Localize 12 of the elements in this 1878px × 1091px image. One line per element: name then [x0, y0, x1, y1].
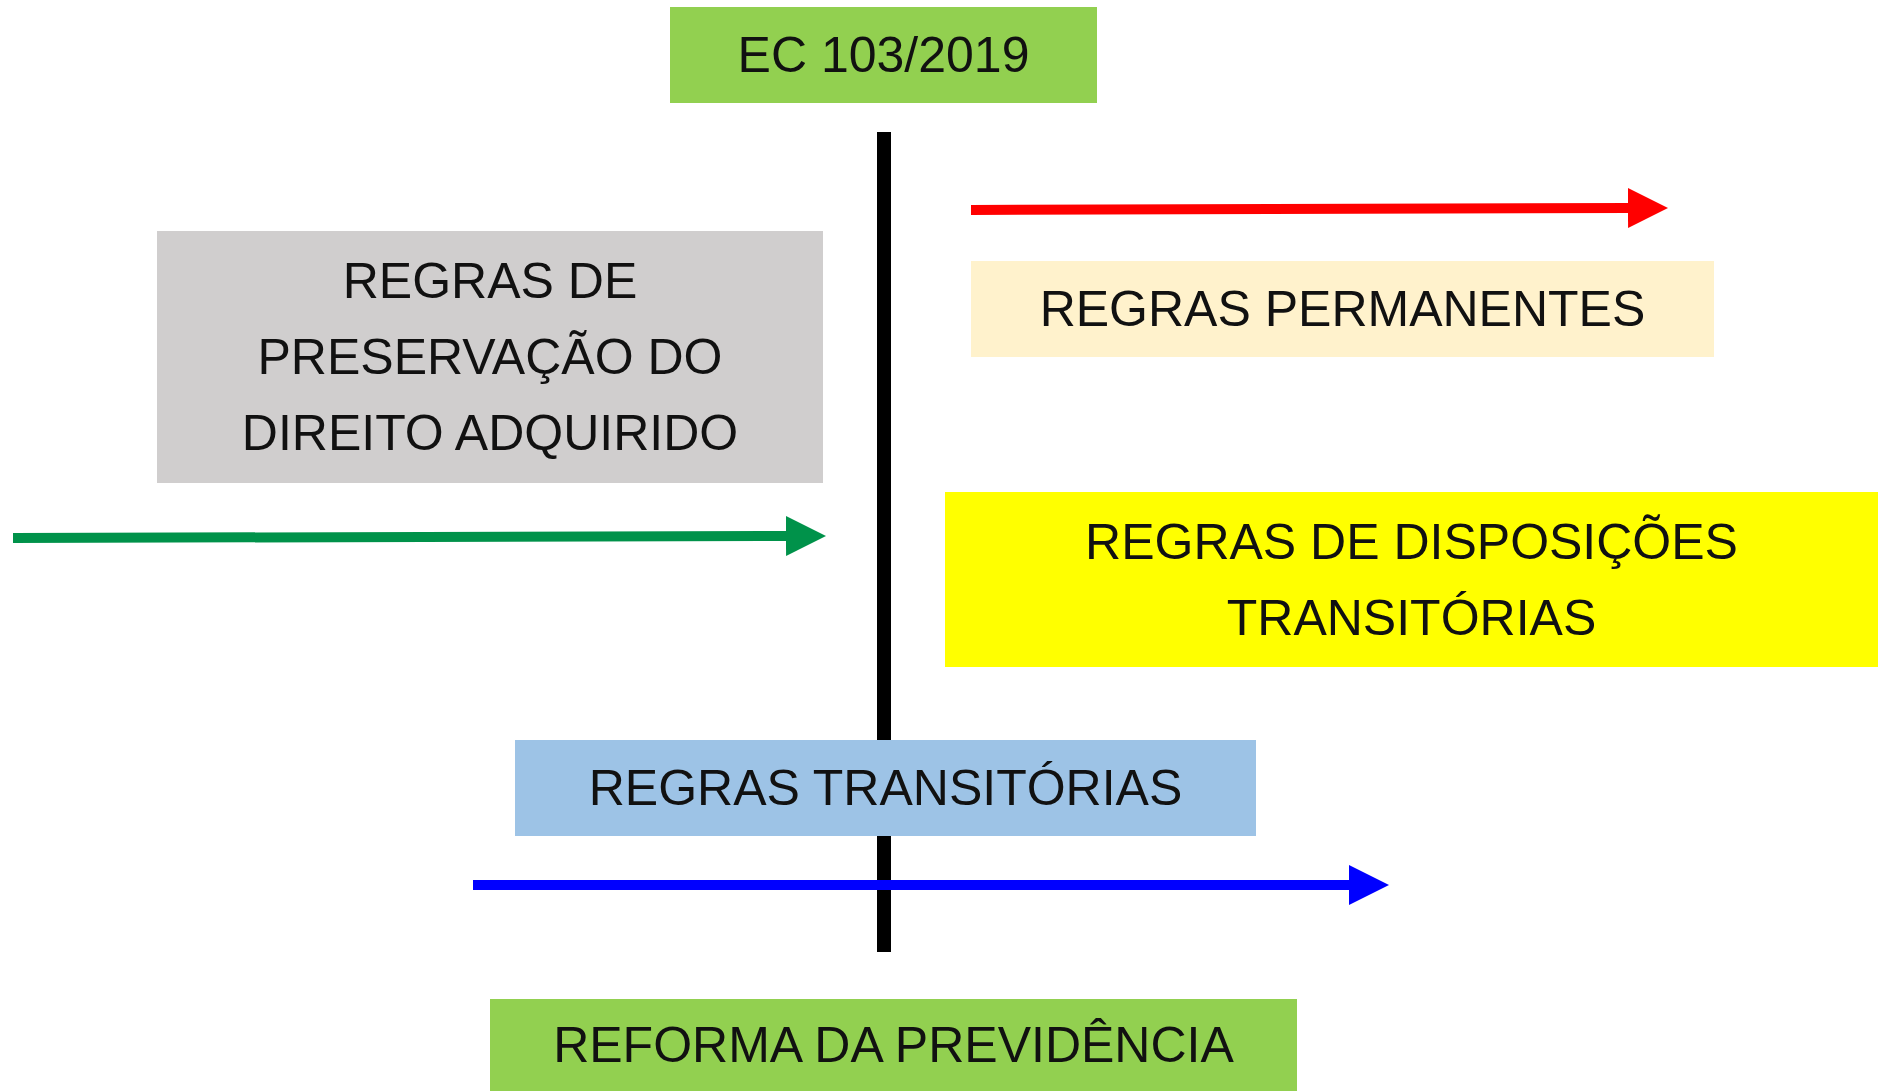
box-text: EC 103/2019 — [737, 26, 1030, 85]
box-text: REGRAS DE DISPOSIÇÕES TRANSITÓRIAS — [1084, 512, 1739, 648]
rules-box — [515, 740, 1256, 836]
box-text: REGRAS DE PRESERVAÇÃO DO DIREITO ADQUIRIDO — [240, 252, 740, 463]
amendment-label-box — [670, 7, 1097, 103]
box-text: REGRAS PERMANENTES — [1039, 280, 1646, 339]
reform-label-box — [490, 999, 1297, 1091]
rules-box — [971, 261, 1714, 357]
rules-box — [157, 231, 823, 483]
box-text: REGRAS TRANSITÓRIAS — [588, 759, 1183, 818]
rules-box — [945, 492, 1878, 667]
box-text: REFORMA DA PREVIDÊNCIA — [553, 1016, 1234, 1075]
